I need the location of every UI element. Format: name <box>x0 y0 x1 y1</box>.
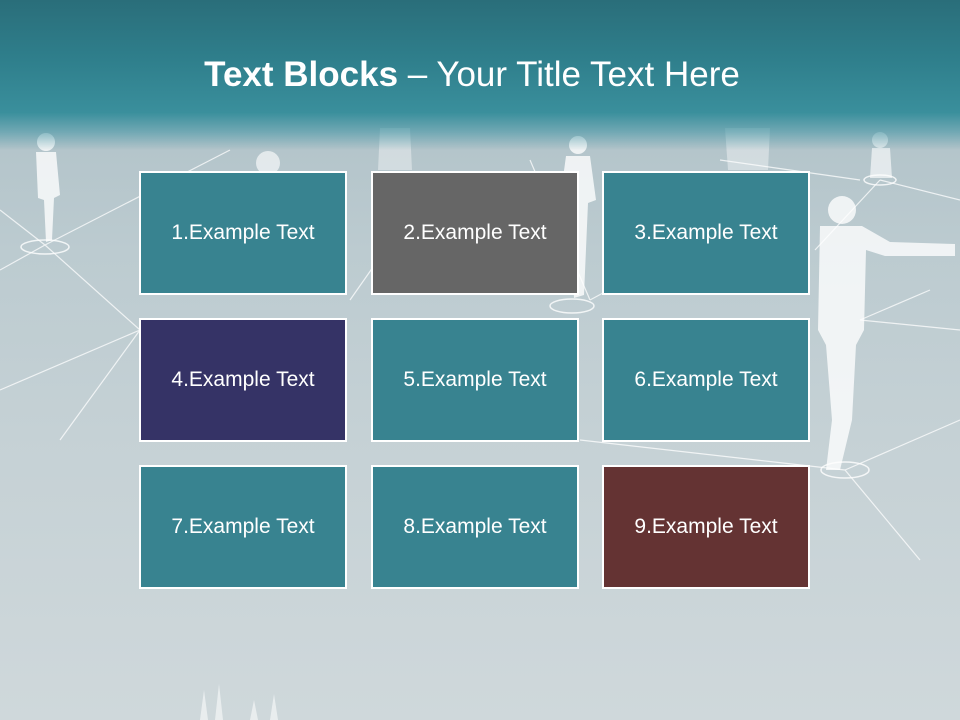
title-bold: Text Blocks <box>204 55 399 94</box>
text-block-label: 3.Example Text <box>634 221 778 244</box>
text-block-label: 7.Example Text <box>171 515 315 538</box>
text-block-9[interactable]: 9.Example Text <box>602 465 810 589</box>
text-block-7[interactable]: 7.Example Text <box>139 465 347 589</box>
title-band <box>0 0 960 150</box>
text-block-5[interactable]: 5.Example Text <box>371 318 579 442</box>
title-rest: Your Title Text Here <box>436 55 740 94</box>
text-block-4[interactable]: 4.Example Text <box>139 318 347 442</box>
text-block-1[interactable]: 1.Example Text <box>139 171 347 295</box>
text-block-label: 5.Example Text <box>403 368 547 391</box>
text-block-label: 8.Example Text <box>403 515 547 538</box>
slide-title: Text Blocks – Your Title Text Here <box>0 52 944 98</box>
text-block-8[interactable]: 8.Example Text <box>371 465 579 589</box>
text-block-label: 4.Example Text <box>171 368 315 391</box>
text-block-label: 2.Example Text <box>403 221 547 244</box>
text-block-label: 9.Example Text <box>634 515 778 538</box>
title-dash: – <box>398 55 437 94</box>
text-block-6[interactable]: 6.Example Text <box>602 318 810 442</box>
text-block-label: 1.Example Text <box>171 221 315 244</box>
text-block-2[interactable]: 2.Example Text <box>371 171 579 295</box>
text-block-3[interactable]: 3.Example Text <box>602 171 810 295</box>
text-block-label: 6.Example Text <box>634 368 778 391</box>
